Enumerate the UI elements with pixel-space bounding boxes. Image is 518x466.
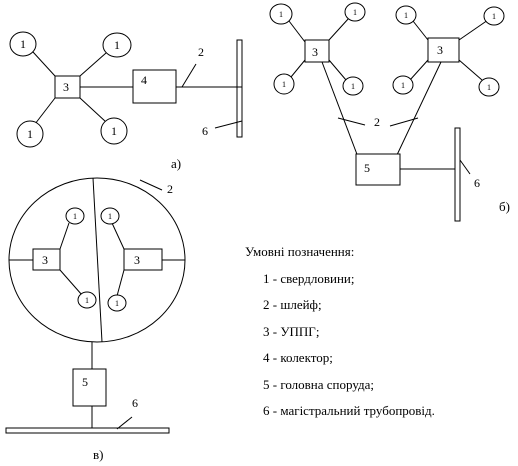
a-well [16,120,44,148]
c-well-label: 1 [73,212,77,221]
b-pipeline [454,127,461,222]
c-loop-leader [139,179,163,191]
c-uppg-right-label: 3 [134,253,140,267]
a-pipeline-leader [214,120,243,129]
b-well [344,2,366,22]
legend-title: Умовні позначення: [245,244,355,259]
c-head-label: 5 [82,375,88,389]
b-well-label: 1 [282,80,286,89]
b-well-line [328,17,350,41]
a-collector-label: 4 [141,73,147,87]
b-uppg-left-label: 3 [312,45,318,59]
b-loop-line [395,61,442,158]
b-well [392,75,414,95]
c-uppg-right [123,248,163,271]
b-head-structure [355,153,401,186]
b-well-line [412,20,429,41]
a-loop-leader [181,63,197,88]
c-uppg-left-label: 3 [42,253,48,267]
a-well [102,32,132,58]
a-uppg-label: 3 [63,80,69,94]
a-well-line [79,97,107,123]
c-well-line [59,222,70,250]
a-well-label: 1 [111,124,117,138]
legend-item: 4 - колектор; [263,350,333,365]
c-well [77,291,97,309]
c-well-label: 1 [115,299,119,308]
b-well-line [458,19,489,41]
b-loop-line [321,61,359,158]
b-loop-leader [389,117,419,127]
scheme-c [5,177,186,434]
scheme-c-label: в) [93,447,103,462]
b-well-label: 1 [404,11,408,20]
legend-item: 2 - шлейф; [263,297,322,312]
a-well-label: 1 [114,38,120,52]
b-loop-leader [337,117,366,126]
a-pipeline [236,39,243,138]
c-well-line [111,222,125,250]
c-well-label: 1 [85,296,89,305]
b-well [478,77,500,97]
b-well [273,73,295,95]
b-well-line [290,59,306,78]
c-loop-label: 2 [167,182,173,196]
b-pipeline-label: 6 [474,176,480,190]
c-well-line [59,269,83,296]
legend-item: 5 - головна споруда; [263,376,375,392]
b-well-line [288,20,306,43]
b-well-line [328,59,347,81]
a-pipeline-label: 6 [202,124,208,138]
b-uppg-right-label: 3 [437,43,443,57]
a-well-line [79,52,107,77]
scheme-b-label: б) [499,199,510,214]
a-well-line [34,97,56,125]
b-uppg-right [427,37,460,63]
legend-item: 3 - УППГ; [263,323,320,339]
c-well [65,207,85,225]
legend: Умовні позначення: 1 - свердловини; 2 - … [245,243,435,429]
b-well [483,6,505,26]
scheme-a [9,31,243,148]
b-well [269,3,293,25]
c-well-line [116,269,125,297]
b-well [342,76,364,96]
a-loop-label: 2 [198,45,204,59]
c-well-label: 1 [108,212,112,221]
b-well [395,5,417,25]
b-well-label: 1 [279,10,283,19]
c-head-structure [72,368,107,407]
scheme-a-label: а) [171,156,181,171]
b-loop-label: 2 [374,115,380,129]
a-well-line [32,51,56,77]
c-pipeline [5,427,170,434]
legend-item: 1 - свердловини; [263,270,355,286]
c-well [107,294,127,312]
b-head-label: 5 [364,161,370,175]
c-pipeline-label: 6 [132,396,138,410]
b-well-label: 1 [351,82,355,91]
a-well-label: 1 [27,127,33,141]
a-well [9,31,37,57]
b-pipeline-leader [459,159,471,175]
b-well-label: 1 [492,12,496,21]
c-uppg-left [32,248,61,271]
c-well [100,207,120,225]
legend-item: 6 - магістральний трубопровід. [263,403,435,418]
b-well-label: 1 [487,83,491,92]
a-collector [132,69,177,104]
b-uppg-left [304,39,330,63]
a-well [100,117,128,145]
c-pipeline-leader [116,416,133,430]
b-well-label: 1 [353,8,357,17]
c-divider [92,177,103,343]
b-well-line [409,59,429,81]
a-uppg [54,75,81,99]
scheme-b [269,2,505,222]
a-well-label: 1 [20,37,26,51]
b-well-label: 1 [401,81,405,90]
b-well-line [458,59,483,81]
